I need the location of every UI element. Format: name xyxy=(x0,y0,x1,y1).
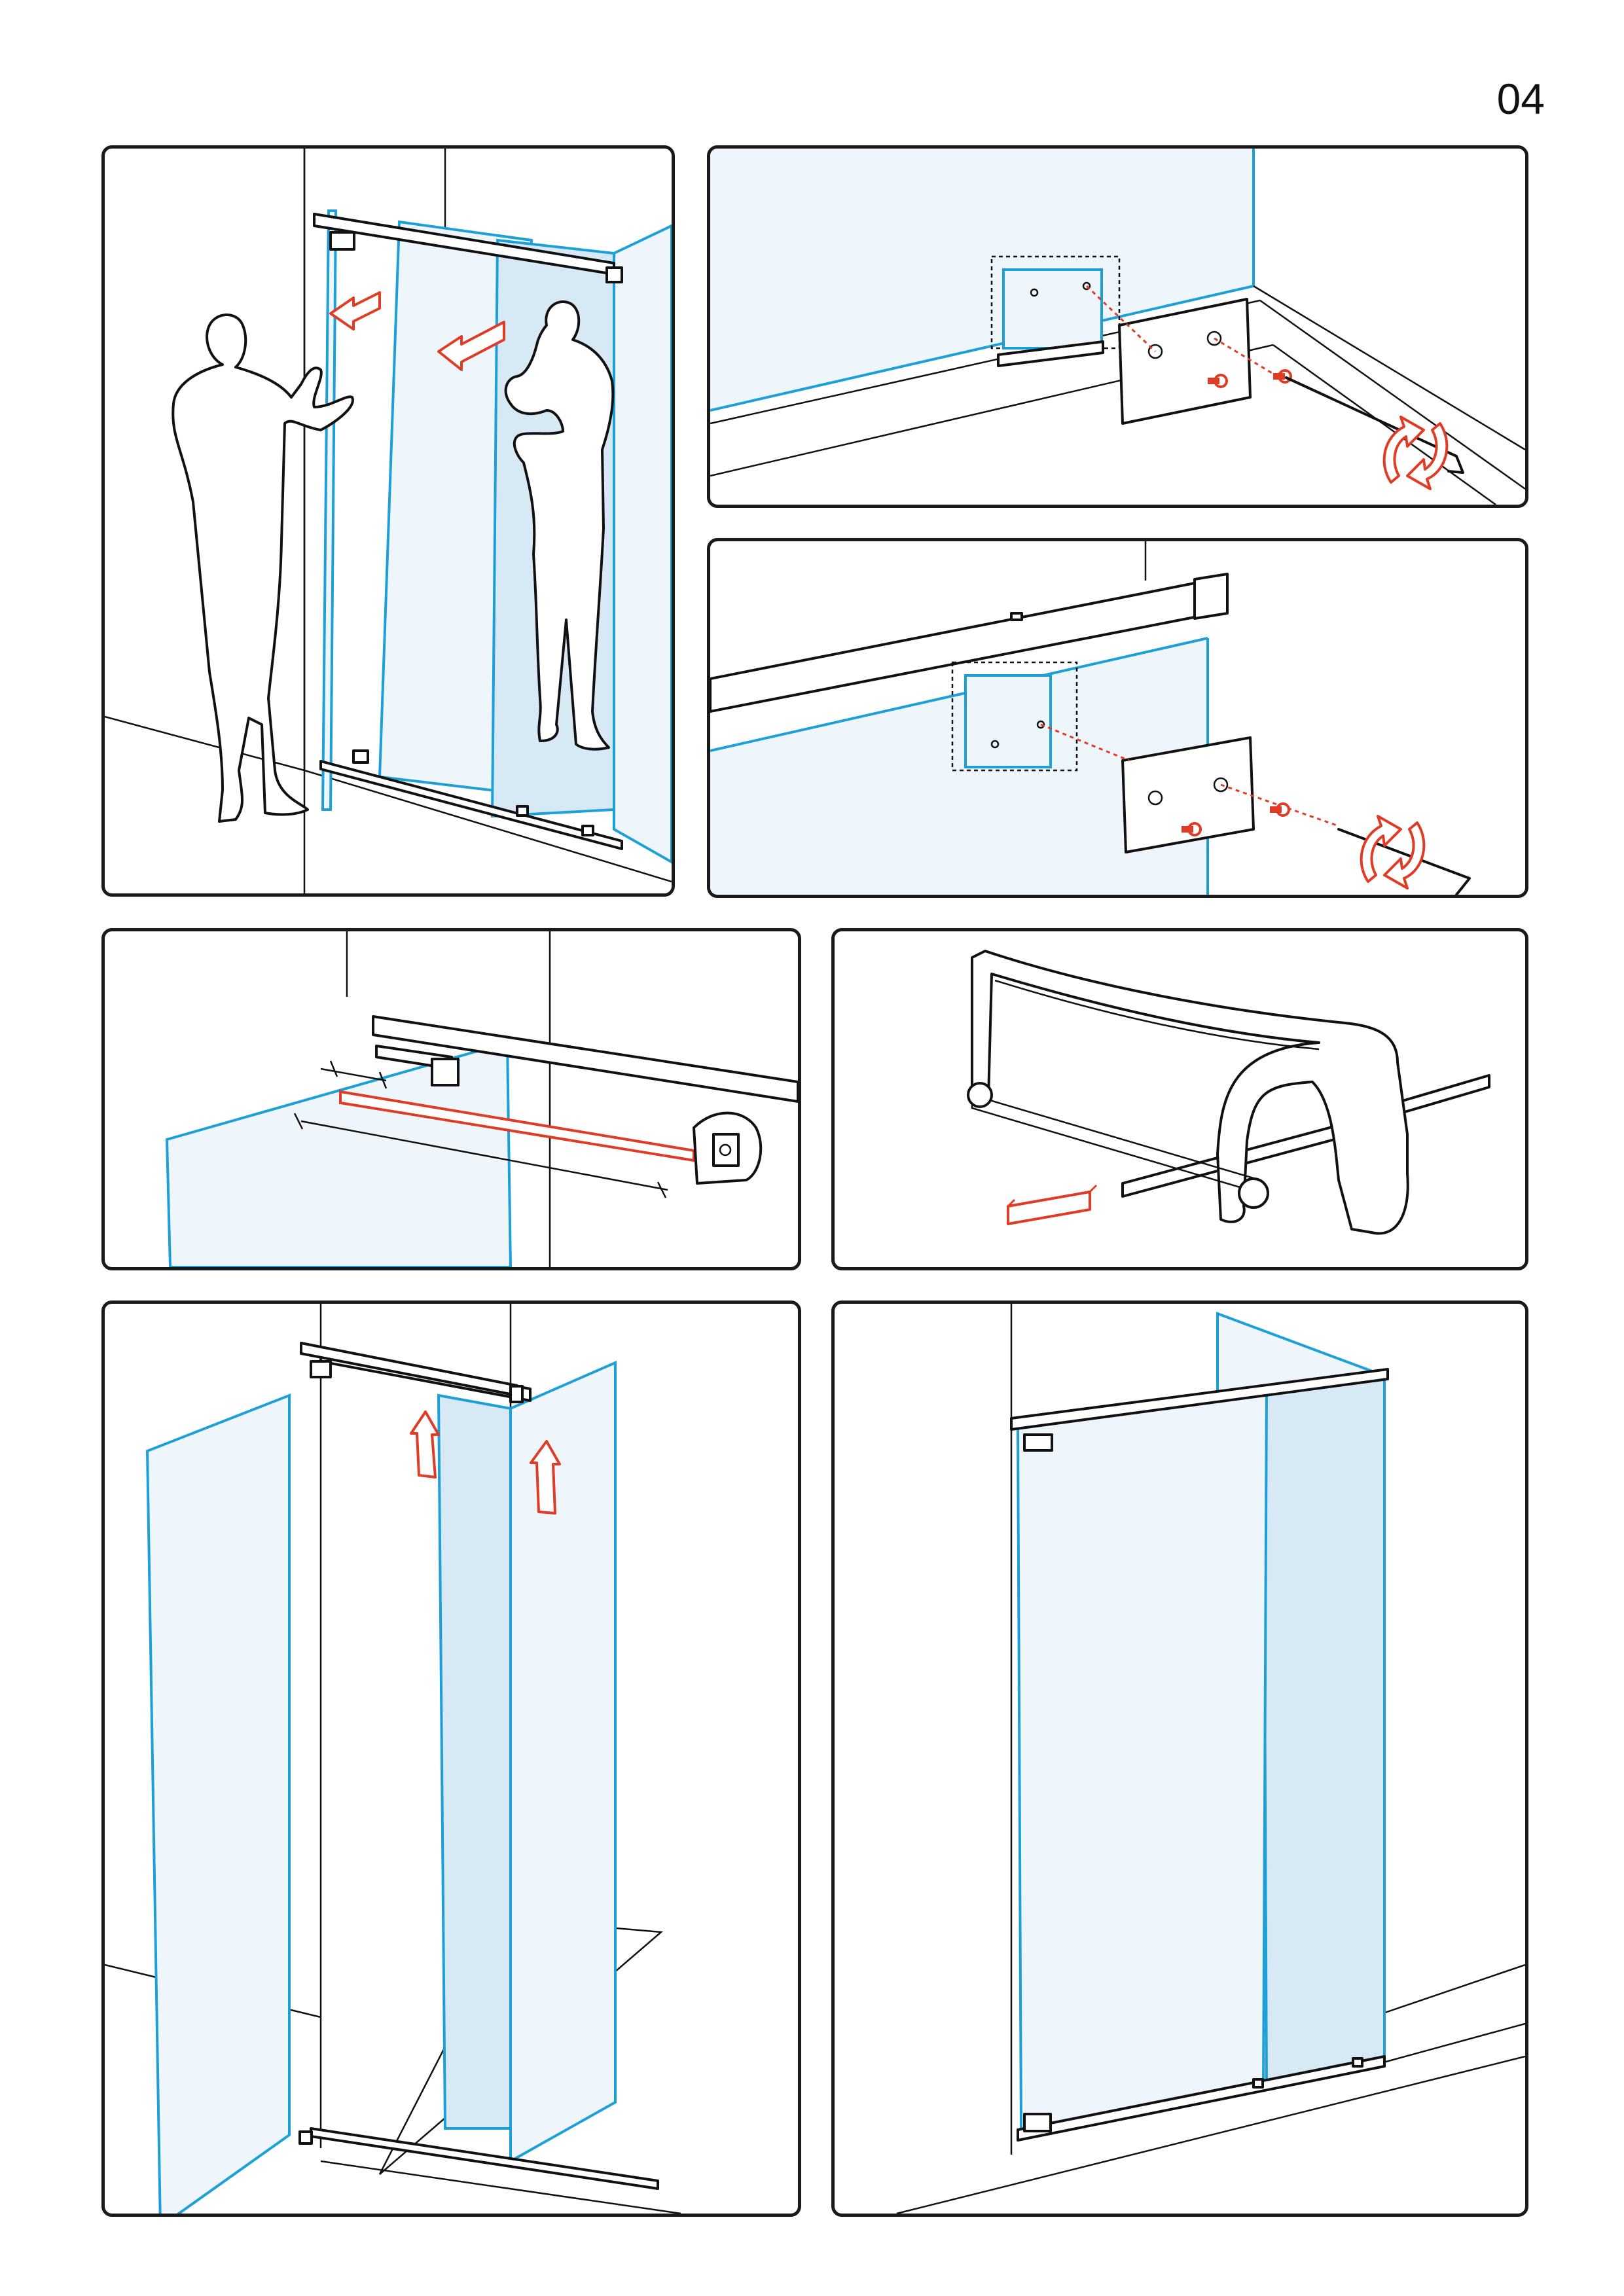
step-4-panel xyxy=(101,928,801,1270)
step-1-illustration xyxy=(105,149,672,893)
dimension-line-icon xyxy=(293,1060,668,1198)
top-rail xyxy=(300,1342,532,1403)
rail-end-cap-icon xyxy=(1121,736,1255,853)
glass-panel xyxy=(165,1041,513,1267)
arrow-up-icon xyxy=(410,1410,440,1479)
step-2-panel xyxy=(707,145,1528,508)
step-5-illustration xyxy=(967,950,1490,1235)
step-4-illustration xyxy=(165,931,798,1267)
arrow-left-icon xyxy=(437,321,505,371)
glass-door xyxy=(145,1393,291,2214)
rotate-arrows-icon xyxy=(1382,416,1449,490)
tape-measure-icon xyxy=(693,1111,763,1185)
step-1-panel xyxy=(101,145,675,897)
allen-key-icon xyxy=(1337,828,1471,895)
step-7-illustration xyxy=(896,1304,1525,2214)
screw-icon xyxy=(1270,802,1290,817)
step-3-illustration xyxy=(710,541,1471,895)
arrow-up-icon xyxy=(530,1440,561,1515)
fixed-glass-panel xyxy=(1261,1374,1386,2091)
person-icon xyxy=(171,314,354,823)
page-number: 04 xyxy=(1496,75,1545,123)
screw-icon xyxy=(1273,369,1292,384)
step-6-illustration xyxy=(105,1304,681,2214)
allen-key-icon xyxy=(1285,376,1464,474)
step-7-panel xyxy=(831,1300,1528,2217)
glass-door xyxy=(1016,1390,1269,2137)
screw-icon xyxy=(1208,374,1228,388)
screw-icon xyxy=(1182,822,1202,836)
top-rail xyxy=(372,1015,798,1103)
wall-bracket-icon xyxy=(1118,298,1252,425)
arrow-left-icon xyxy=(329,291,381,331)
step-3-panel xyxy=(707,538,1528,898)
person-icon xyxy=(504,300,615,751)
step-2-illustration xyxy=(710,149,1525,505)
rotate-arrows-icon xyxy=(1360,815,1426,889)
profile-piece-icon xyxy=(1007,1184,1098,1225)
fixed-glass-panel xyxy=(437,1393,512,2130)
finished-enclosure-icon xyxy=(1010,1368,1389,2142)
step-5-panel xyxy=(831,928,1528,1270)
step-6-panel xyxy=(101,1300,801,2217)
hacksaw-icon xyxy=(967,950,1409,1235)
top-rail xyxy=(710,573,1229,713)
